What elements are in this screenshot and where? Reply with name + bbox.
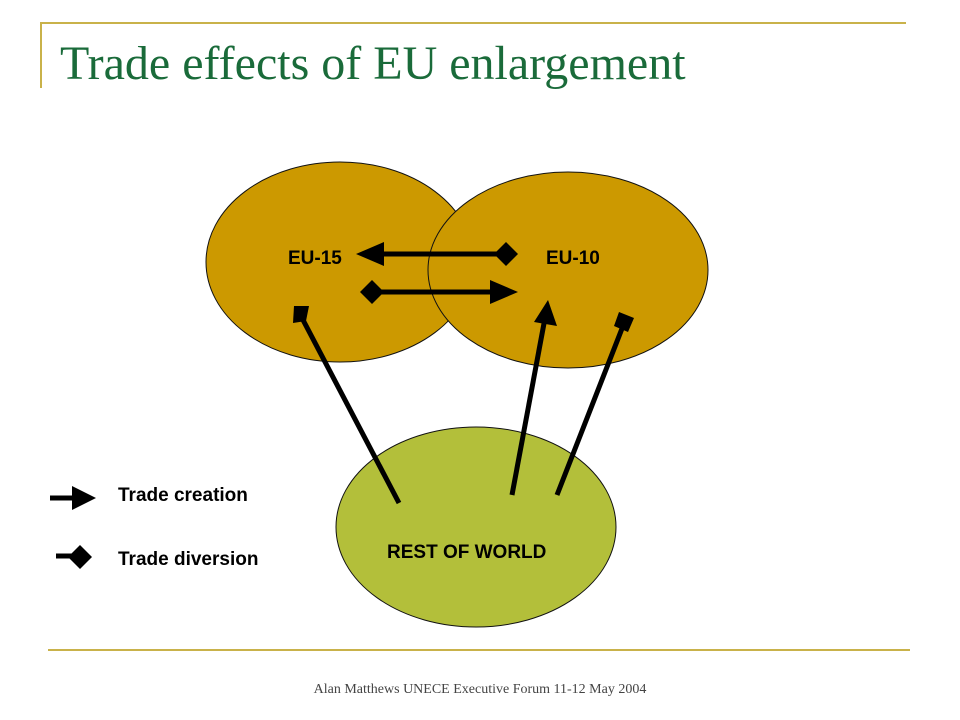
diversion-arrow-eu10-to-eu15: [356, 242, 518, 266]
frame-left-rule: [40, 22, 42, 88]
legend-trade-diversion: Trade diversion: [56, 545, 258, 570]
legend-trade-diversion-label: Trade diversion: [118, 549, 258, 570]
creation-arrow-row-to-eu10: [509, 300, 557, 496]
creation-arrow-eu15-to-eu10: [360, 280, 518, 304]
rest-of-world-label: REST OF WORLD: [387, 542, 546, 563]
eu10-ellipse: [427, 171, 709, 369]
rest-of-world-ellipse: [335, 426, 617, 628]
legend-arrowhead-icon: [72, 486, 96, 510]
legend-diamond-icon: [68, 545, 92, 569]
legend-trade-creation-label: Trade creation: [118, 485, 248, 506]
eu10-label: EU-10: [546, 248, 600, 269]
footer-text: Alan Matthews UNECE Executive Forum 11-1…: [313, 682, 647, 697]
diversion-arrow-row-to-eu15: [293, 306, 402, 505]
eu15-label: EU-15: [288, 248, 342, 269]
slide-title: Trade effects of EU enlargement: [60, 37, 686, 90]
footer-rule: [48, 649, 910, 651]
frame-top-rule: [40, 22, 906, 24]
diversion-arrow-row-to-eu10: [554, 312, 634, 496]
legend-trade-creation: Trade creation: [50, 485, 248, 510]
